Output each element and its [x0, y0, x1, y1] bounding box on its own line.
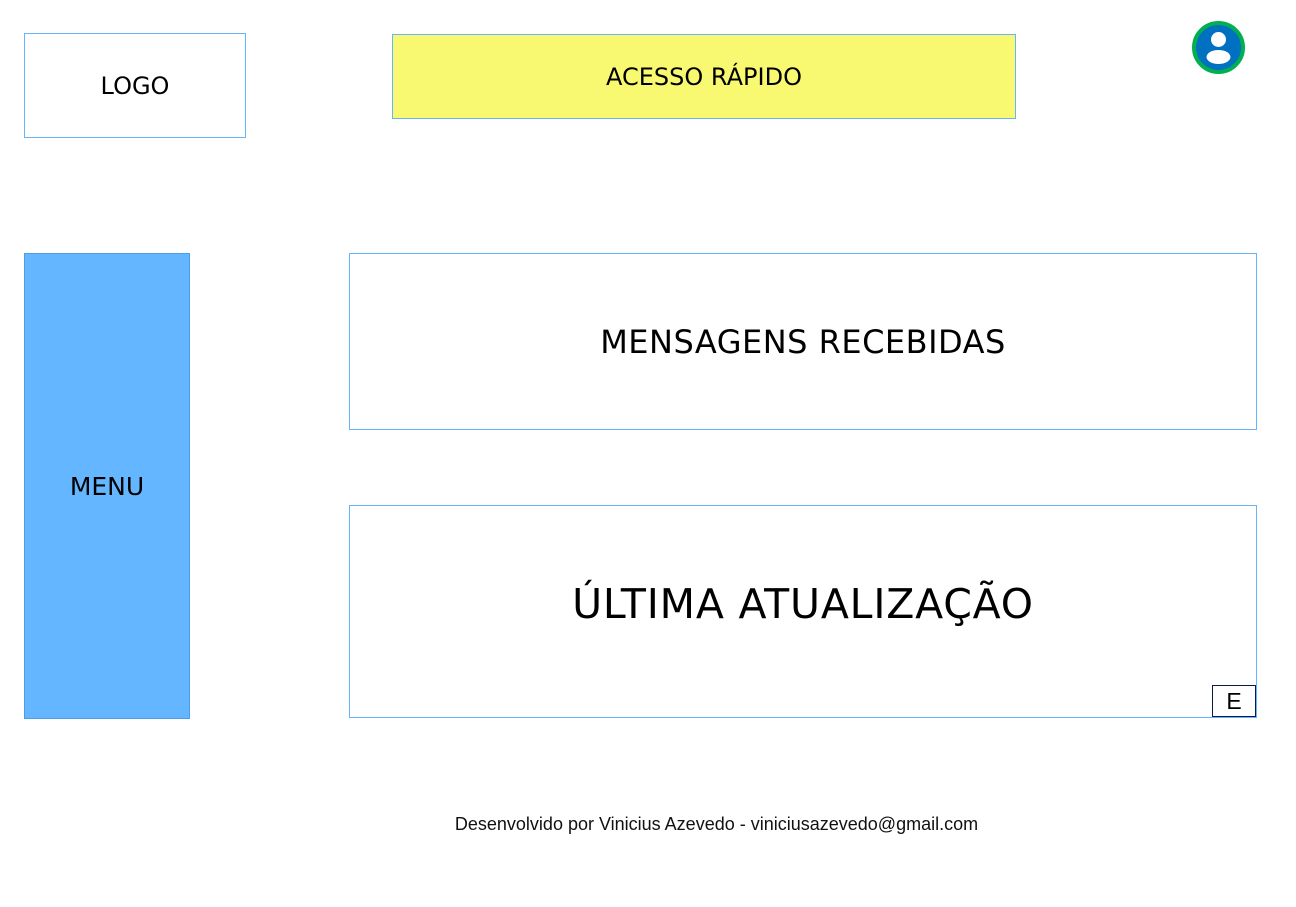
menu-label: MENU — [69, 471, 145, 501]
footer-credit: Desenvolvido por Vinicius Azevedo - vini… — [454, 814, 979, 834]
user-icon[interactable] — [1192, 21, 1245, 74]
received-messages-title: MENSAGENS RECEBIDAS — [600, 322, 1006, 361]
last-update-title: ÚLTIMA ATUALIZAÇÃO — [572, 580, 1034, 628]
quick-access-label: ACESSO RÁPIDO — [606, 63, 802, 91]
last-update-panel: ÚLTIMA ATUALIZAÇÃO — [349, 505, 1257, 718]
received-messages-panel[interactable]: MENSAGENS RECEBIDAS — [349, 253, 1257, 430]
quick-access-bar[interactable]: ACESSO RÁPIDO — [392, 34, 1016, 119]
sidebar-menu[interactable]: MENU — [24, 253, 190, 719]
logo-label: LOGO — [100, 71, 170, 100]
logo[interactable]: LOGO — [24, 33, 246, 138]
edit-button[interactable]: E — [1212, 685, 1256, 717]
